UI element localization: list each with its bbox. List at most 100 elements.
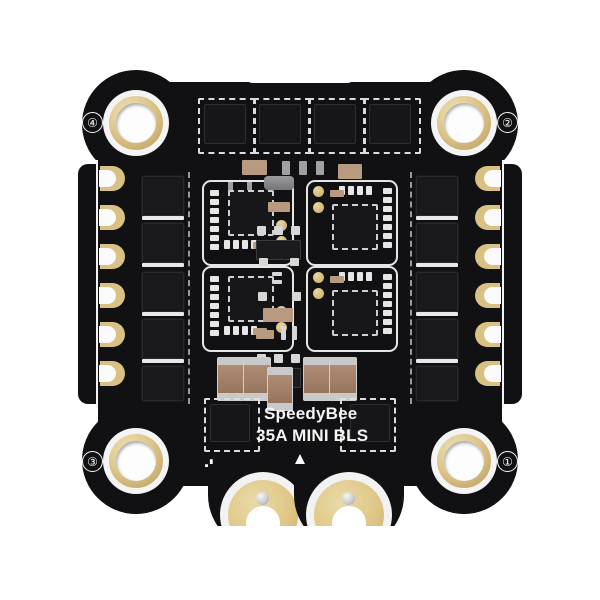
capacitor-terminal <box>330 393 356 400</box>
pad-bore <box>99 248 116 265</box>
mounting-hole-bore <box>444 441 484 481</box>
power-pad-solder-joint <box>342 492 355 505</box>
top-chip-1 <box>204 104 246 144</box>
center-smd-7 <box>272 280 282 284</box>
top-chip-3-pad-outline <box>308 98 366 154</box>
passive-silver-2 <box>299 161 307 175</box>
center-smd-10 <box>281 326 286 340</box>
capacitor-terminal <box>268 403 292 410</box>
esc-driver-2-gold-via-1 <box>313 186 324 197</box>
capacitor-terminal <box>268 368 292 375</box>
esc-driver-block-1-outline <box>202 180 294 266</box>
mounting-hole-bottom-right <box>431 428 497 494</box>
center-passive-tan-2 <box>263 308 293 322</box>
mosfet-right-5 <box>416 366 458 401</box>
capacitor-3 <box>268 368 292 410</box>
center-smd-4 <box>259 258 268 266</box>
center-inductor <box>264 176 294 190</box>
capacitor-1 <box>218 358 244 400</box>
pad-bore <box>484 365 501 382</box>
pad-bore <box>484 209 501 226</box>
center-smd-1 <box>257 226 266 235</box>
esc-driver-2-right-leads <box>383 188 392 248</box>
center-smd-8 <box>258 292 267 301</box>
center-smd-5 <box>290 258 299 266</box>
corner-marker-4: ④ <box>82 112 103 133</box>
castellated-pad-right-3 <box>475 244 501 269</box>
top-chip-4 <box>369 104 411 144</box>
center-smd-14 <box>291 354 300 363</box>
top-chip-2 <box>259 104 301 144</box>
castellated-pad-right-6 <box>475 361 501 386</box>
mounting-hole-top-left <box>103 90 169 156</box>
pad-bore <box>484 287 501 304</box>
bottom-chip-left-pad-outline <box>204 398 260 452</box>
power-pad-solder-joint <box>256 492 269 505</box>
castellated-pad-left-5 <box>99 322 125 347</box>
mosfet-right-3 <box>416 272 458 312</box>
pcb-substrate: ④ ② ③ ① <box>36 68 576 586</box>
capacitor-terminal <box>304 358 330 365</box>
mounting-hole-gold-ring <box>109 434 163 488</box>
esc-driver-4-right-leads <box>383 274 392 334</box>
pad-bore <box>99 170 116 187</box>
silk-dashed-divider-left <box>188 172 190 404</box>
capacitor-5 <box>330 358 356 400</box>
mosfet-left-3-lead <box>142 312 184 316</box>
castellated-pad-right-2 <box>475 205 501 230</box>
top-chip-4-pad-outline <box>363 98 421 154</box>
top-chip-1-pad-outline <box>198 98 256 154</box>
mosfet-right-1 <box>416 176 458 216</box>
capacitor-terminal <box>330 358 356 365</box>
mosfet-right-1-lead <box>416 216 458 220</box>
bottom-clip-mask <box>36 526 576 586</box>
capacitor-terminal <box>244 358 270 365</box>
center-smd-6 <box>272 272 282 276</box>
mosfet-left-4 <box>142 319 184 359</box>
top-chip-3 <box>314 104 356 144</box>
bottom-chip-right-pad-outline <box>340 398 396 452</box>
bottom-chip-right <box>350 404 390 442</box>
esc-driver-ic-1 <box>228 190 274 236</box>
model-label: 35A MINI BLS <box>256 426 369 445</box>
mosfet-right-2-lead <box>416 263 458 267</box>
castellated-pad-right-1 <box>475 166 501 191</box>
corner-marker-1: ① <box>497 451 518 472</box>
esc-driver-ic-2 <box>332 204 378 250</box>
center-smd-13 <box>274 354 283 363</box>
board-top-notch <box>244 68 356 83</box>
capacitor-terminal <box>244 393 270 400</box>
pad-bore <box>99 287 116 304</box>
top-chip-2-pad-outline <box>253 98 311 154</box>
center-smd-2 <box>274 226 283 235</box>
capacitor-terminal <box>218 358 244 365</box>
bottom-chip-left <box>210 404 250 442</box>
pad-bore <box>99 209 116 226</box>
brand-label: SpeedyBee <box>264 404 358 423</box>
passive-silver-3 <box>316 161 324 175</box>
pad-bore <box>99 326 116 343</box>
mosfet-right-2 <box>416 223 458 263</box>
mosfet-left-2-lead <box>142 263 184 267</box>
center-passive-tan-1 <box>268 202 290 212</box>
esc-driver-3-left-leads <box>210 276 219 336</box>
center-smd-9 <box>292 292 301 301</box>
esc-driver-block-4-outline <box>306 266 398 352</box>
mounting-hole-gold-ring <box>437 434 491 488</box>
capacitor-terminal <box>218 393 244 400</box>
castellated-pad-left-2 <box>99 205 125 230</box>
passive-tan-1 <box>242 160 267 175</box>
esc-driver-4-resistor <box>330 276 344 283</box>
esc-driver-ic-4 <box>332 290 378 336</box>
mosfet-right-3-lead <box>416 312 458 316</box>
castellated-pad-left-3 <box>99 244 125 269</box>
mounting-hole-top-right <box>431 90 497 156</box>
mosfet-left-1-lead <box>142 216 184 220</box>
esc-driver-4-gold-via-2 <box>313 288 324 299</box>
capacitor-4 <box>304 358 330 400</box>
capacitor-2 <box>244 358 270 400</box>
mosfet-left-4-lead <box>142 359 184 363</box>
center-smd-3 <box>291 226 300 235</box>
center-smd-11 <box>292 326 297 340</box>
